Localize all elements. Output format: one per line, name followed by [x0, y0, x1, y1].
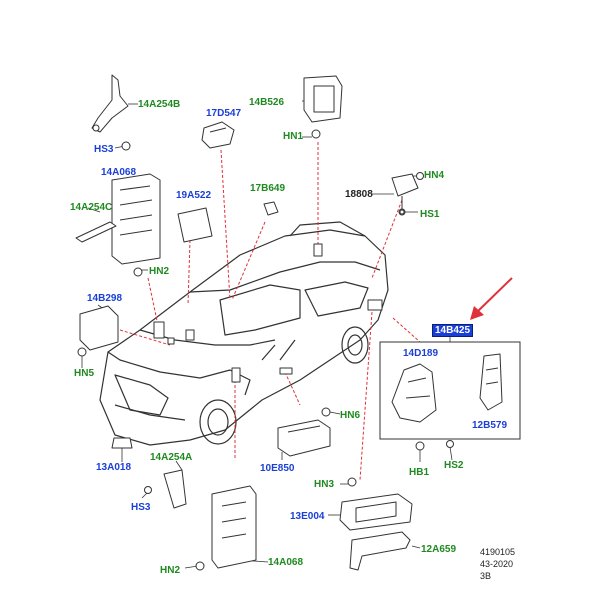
module-17D547 — [201, 121, 235, 149]
red-pointer-arrow — [470, 277, 513, 320]
label-HN4[interactable]: HN4 — [424, 170, 445, 181]
bracket-12A659 — [349, 531, 411, 571]
label-14D189[interactable]: 14D189 — [403, 348, 439, 359]
sensor-18808 — [391, 173, 419, 216]
part-17B649 — [263, 201, 279, 216]
connectors-small — [153, 243, 383, 383]
label-17D547[interactable]: 17D547 — [206, 108, 242, 119]
label-14A254B-top[interactable]: 14A254B — [138, 99, 181, 110]
reference-line-2: 43-2020 — [480, 559, 514, 569]
nut-hn4-icon — [416, 172, 424, 180]
label-13E004[interactable]: 13E004 — [290, 511, 325, 522]
label-19A522[interactable]: 19A522 — [176, 190, 212, 201]
nut-hn6-icon — [321, 407, 331, 417]
label-18808[interactable]: 18808 — [345, 189, 373, 200]
label-14B526[interactable]: 14B526 — [249, 97, 285, 108]
label-14B425-selected[interactable]: 14B425 — [432, 324, 474, 337]
module-14B526 — [303, 75, 343, 123]
module-14B298 — [79, 305, 119, 351]
bracket-14A254A — [163, 469, 187, 509]
module-14A068-bottom — [211, 485, 257, 569]
screw-hs3-bottom-icon — [144, 486, 152, 494]
reference-line-3: 3B — [480, 571, 492, 581]
label-14A254C[interactable]: 14A254C — [70, 202, 113, 213]
label-HN6[interactable]: HN6 — [340, 410, 361, 421]
nut-hn2-icon — [133, 267, 143, 277]
label-13A018[interactable]: 13A018 — [96, 462, 132, 473]
label-14A068-bottom[interactable]: 14A068 — [268, 557, 304, 568]
label-HS3-bottom[interactable]: HS3 — [131, 502, 151, 513]
label-10E850[interactable]: 10E850 — [260, 463, 295, 474]
module-10E850 — [277, 419, 331, 457]
label-HN2-mid[interactable]: HN2 — [149, 266, 170, 277]
nut-hn2-bottom-icon — [195, 561, 205, 571]
label-HN5[interactable]: HN5 — [74, 368, 95, 379]
part-12B579 — [479, 353, 503, 411]
part-14D189 — [391, 363, 437, 423]
screw-hs1-icon — [399, 209, 405, 215]
label-14B298[interactable]: 14B298 — [87, 293, 123, 304]
bracket-14A254B — [91, 74, 129, 133]
diagram-reference: 4190105 43-2020 3B — [480, 546, 515, 582]
label-HS1[interactable]: HS1 — [420, 209, 440, 220]
label-14A254A[interactable]: 14A254A — [150, 452, 193, 463]
label-17B649[interactable]: 17B649 — [250, 183, 286, 194]
label-HN2-bottom[interactable]: HN2 — [160, 565, 181, 576]
label-HS2[interactable]: HS2 — [444, 460, 464, 471]
reference-line-1: 4190105 — [480, 547, 516, 557]
dashed-leaders — [119, 142, 421, 481]
sensor-13A018 — [111, 437, 133, 449]
screw-hs3-icon — [121, 141, 131, 151]
nut-hn1-icon — [311, 129, 321, 139]
screw-hn5-icon — [77, 347, 87, 357]
bracket-14A254C — [75, 221, 117, 243]
label-HS3-top[interactable]: HS3 — [94, 144, 114, 155]
tray-13E004 — [339, 493, 413, 531]
bolt-hb1-icon — [415, 441, 425, 451]
label-12A659[interactable]: 12A659 — [421, 544, 457, 555]
module-14A068-top — [111, 173, 161, 265]
nut-hn3-icon — [347, 477, 357, 487]
vehicle-outline — [99, 221, 389, 446]
module-19A522 — [177, 207, 213, 243]
label-HN3[interactable]: HN3 — [314, 479, 335, 490]
label-HN1[interactable]: HN1 — [283, 131, 304, 142]
label-12B579[interactable]: 12B579 — [472, 420, 508, 431]
screw-hs2-icon — [446, 440, 454, 448]
label-HB1[interactable]: HB1 — [409, 467, 430, 478]
label-14A068-top[interactable]: 14A068 — [101, 167, 137, 178]
